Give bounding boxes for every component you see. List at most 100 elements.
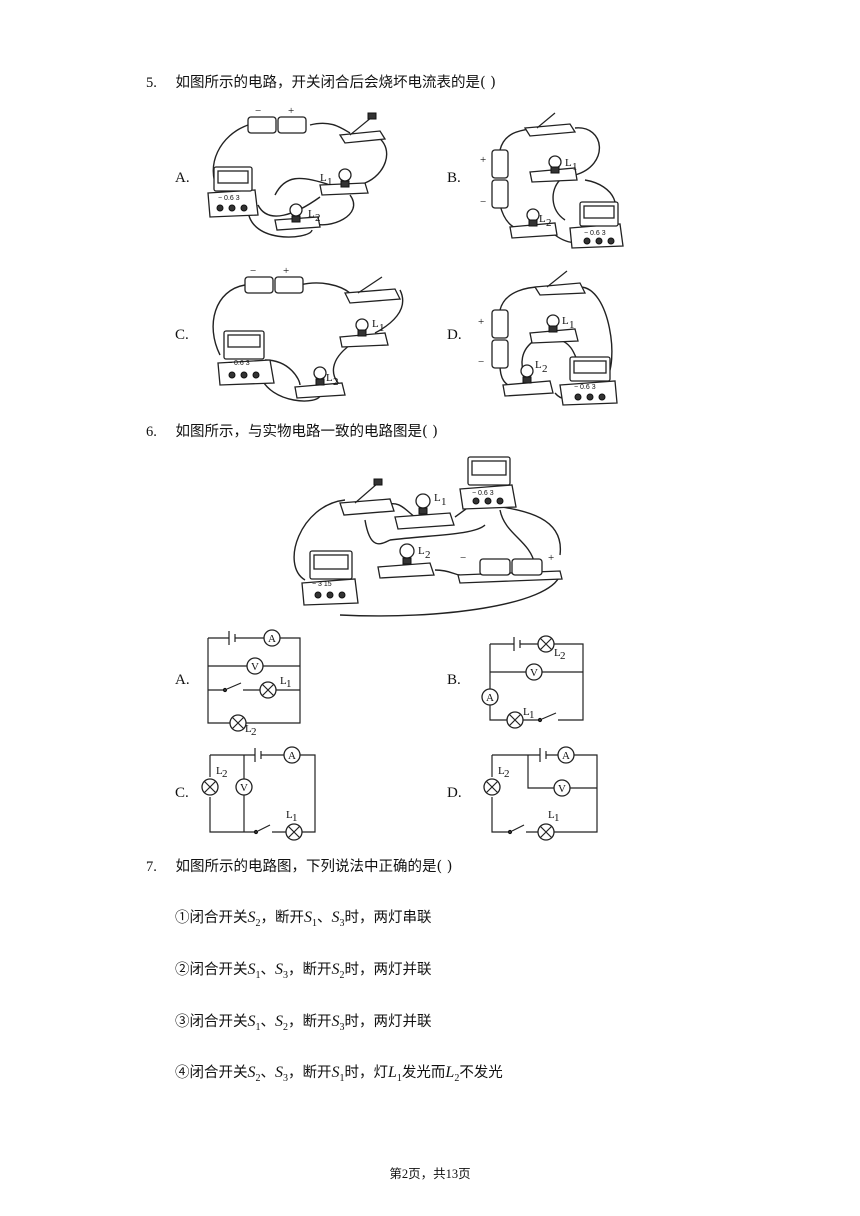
svg-text:V: V — [530, 667, 538, 679]
q7-statement-3: ③闭合开关S1、S2，断开S3时，两灯并联 — [175, 1013, 432, 1034]
ammeter: − 0.6 3 — [559, 356, 618, 406]
switch — [343, 276, 402, 304]
svg-text:+: + — [288, 105, 294, 117]
svg-text:−: − — [250, 265, 256, 277]
q6-option-a-label[interactable]: A. — [175, 672, 190, 688]
q5-option-d-label[interactable]: D. — [447, 327, 462, 343]
q7-text: 如图所示的电路图，下列说法中正确的是( ) — [175, 859, 453, 875]
svg-text:+: + — [548, 552, 554, 564]
q5-number: 5. — [146, 75, 157, 91]
svg-text:− 0.6 3: − 0.6 3 — [584, 230, 606, 237]
svg-text:2: 2 — [504, 768, 510, 780]
svg-text:L: L — [554, 647, 561, 659]
q6-option-c-label[interactable]: C. — [175, 785, 189, 801]
svg-text:2: 2 — [222, 768, 228, 780]
svg-text:2: 2 — [425, 549, 431, 561]
svg-text:1: 1 — [379, 322, 385, 334]
svg-text:L: L — [539, 213, 546, 225]
svg-text:L: L — [286, 809, 293, 821]
svg-text:−: − — [480, 196, 486, 208]
svg-text:L: L — [523, 706, 530, 718]
svg-text:V: V — [558, 783, 566, 795]
q5-stem: 5. 如图所示的电路，开关闭合后会烧坏电流表的是( ) — [146, 73, 496, 93]
svg-text:− 0.6 3: − 0.6 3 — [218, 195, 240, 202]
q6-option-d-label[interactable]: D. — [447, 785, 462, 801]
page-footer: 第2页，共13页 — [389, 1167, 471, 1181]
q7-number: 7. — [146, 859, 157, 875]
svg-text:A: A — [486, 692, 494, 704]
svg-text:L: L — [320, 172, 327, 184]
svg-text:L: L — [498, 765, 505, 777]
svg-text:L: L — [308, 208, 315, 220]
ammeter: − 0.6 3 — [569, 201, 624, 249]
q7-statement-4: ④闭合开关S2、S3，断开S1时，灯L1发光而L2不发光 — [175, 1064, 503, 1085]
svg-text:− 0.6 3: − 0.6 3 — [472, 490, 494, 497]
svg-text:V: V — [240, 782, 248, 794]
svg-text:2: 2 — [333, 376, 339, 388]
svg-text:1: 1 — [572, 161, 578, 173]
svg-text:L: L — [535, 359, 542, 371]
q5-text: 如图所示的电路，开关闭合后会烧坏电流表的是( ) — [175, 75, 496, 91]
svg-text:2: 2 — [315, 212, 321, 224]
svg-text:+: + — [283, 265, 289, 277]
svg-text:1: 1 — [292, 812, 298, 824]
battery: + − — [478, 309, 509, 369]
svg-text:2: 2 — [560, 650, 566, 662]
svg-text:2: 2 — [546, 217, 552, 229]
ammeter: − 0.6 3 — [459, 456, 517, 510]
svg-text:L: L — [372, 318, 379, 330]
svg-text:− 0.6 3: − 0.6 3 — [574, 384, 596, 391]
svg-text:A: A — [562, 750, 570, 762]
q5-option-b-label[interactable]: B. — [447, 170, 461, 186]
q6-option-b-label[interactable]: B. — [447, 672, 461, 688]
battery: − + — [457, 552, 563, 584]
switch — [523, 112, 577, 137]
svg-text:−: − — [478, 356, 484, 368]
svg-text:A: A — [268, 633, 276, 645]
svg-text:1: 1 — [569, 319, 575, 331]
q6-number: 6. — [146, 424, 157, 440]
svg-text:1: 1 — [554, 812, 560, 824]
switch — [338, 112, 387, 144]
svg-text:1: 1 — [327, 176, 333, 188]
svg-text:1: 1 — [529, 709, 535, 721]
svg-text:−: − — [255, 105, 261, 117]
ammeter: − 0.6 3 — [217, 330, 275, 386]
svg-text:+: + — [478, 316, 484, 328]
q5-option-a-label[interactable]: A. — [175, 170, 190, 186]
battery: − + — [247, 105, 307, 134]
svg-text:− 3 15: − 3 15 — [312, 581, 332, 588]
q6-text: 如图所示，与实物电路一致的电路图是( ) — [175, 424, 438, 440]
svg-text:L: L — [280, 675, 287, 687]
svg-text:2: 2 — [542, 363, 548, 375]
ammeter: − 0.6 3 — [207, 166, 259, 218]
svg-text:1: 1 — [286, 678, 292, 690]
switch — [533, 270, 587, 296]
svg-text:L: L — [562, 315, 569, 327]
svg-text:A: A — [288, 750, 296, 762]
svg-text:L: L — [418, 545, 425, 557]
svg-text:L: L — [216, 765, 223, 777]
svg-text:L: L — [434, 492, 441, 504]
svg-text:2: 2 — [251, 726, 257, 738]
q5-option-c-label[interactable]: C. — [175, 327, 189, 343]
svg-text:L: L — [326, 372, 333, 384]
q7-statement-2: ②闭合开关S1、S3，断开S2时，两灯并联 — [175, 961, 432, 982]
